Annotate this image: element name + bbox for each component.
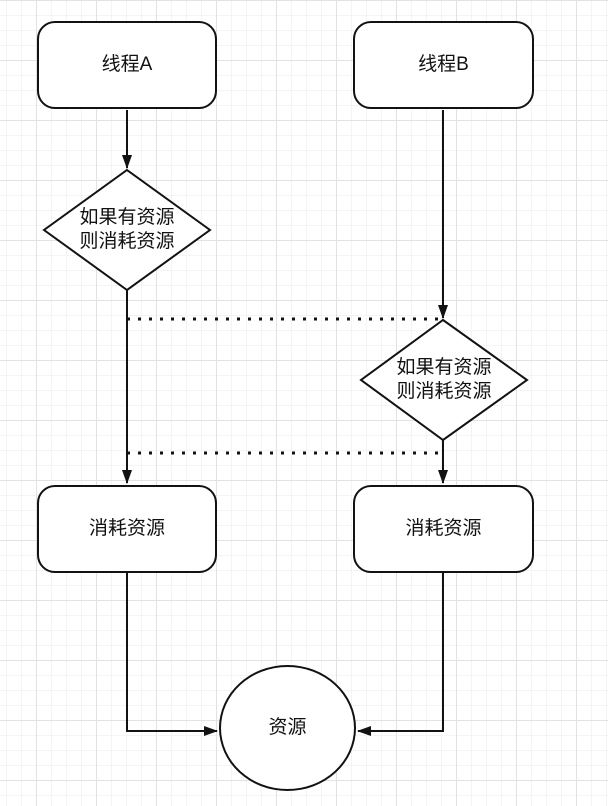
decision-b-label-line2: 则消耗资源 — [396, 381, 492, 402]
decision-a-node[interactable] — [42, 168, 212, 292]
decision-a-label-line1: 如果有资源 — [79, 207, 175, 228]
consume-b-label: 消耗资源 — [405, 518, 482, 539]
decision-b-node[interactable] — [359, 318, 529, 442]
thread-b-label: 线程B — [418, 54, 469, 75]
thread-a-node[interactable]: 线程A — [37, 21, 217, 109]
consume-a-label: 消耗资源 — [88, 518, 165, 539]
resource-label: 资源 — [268, 717, 307, 738]
decision-b-label-line1: 如果有资源 — [396, 357, 492, 378]
connector-consume-b-to-resource[interactable] — [357, 573, 444, 736]
consume-a-node[interactable]: 消耗资源 — [37, 485, 217, 573]
thread-a-label: 线程A — [101, 54, 153, 75]
decision-b-label: 如果有资源 则消耗资源 — [361, 356, 527, 404]
decision-a-label-line2: 则消耗资源 — [79, 231, 175, 252]
connector-consume-a-to-resource[interactable] — [126, 573, 218, 736]
decision-a-label: 如果有资源 则消耗资源 — [44, 206, 210, 254]
consume-b-node[interactable]: 消耗资源 — [353, 485, 534, 573]
resource-node[interactable]: 资源 — [219, 665, 356, 791]
thread-b-node[interactable]: 线程B — [353, 21, 534, 109]
